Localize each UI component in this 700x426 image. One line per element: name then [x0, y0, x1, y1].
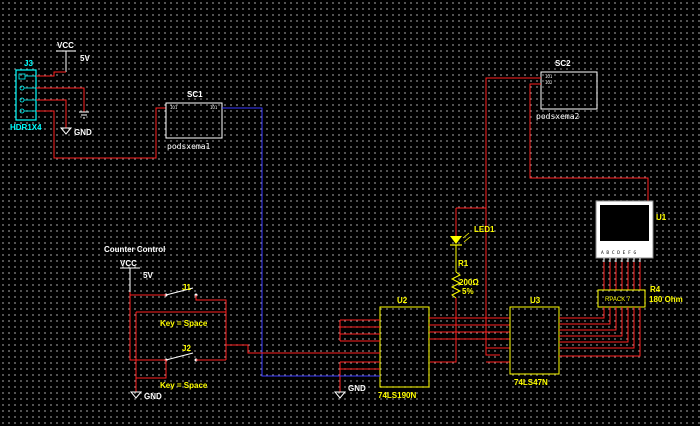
r1-tol: 5%	[462, 287, 474, 296]
counter-control-title: Counter Control	[104, 245, 165, 254]
u2-u3-bus	[429, 317, 510, 363]
sc1-pin1: IO1	[170, 105, 178, 110]
j1-key: Key = Space	[160, 319, 208, 328]
u3-part: 74LS47N	[514, 378, 548, 387]
j1-ref: J1	[182, 283, 191, 292]
r4-ref: R4	[650, 285, 661, 294]
sc2-pin2: IO2	[545, 80, 553, 85]
vcc-counter-symbol: VCC 5V	[120, 259, 153, 292]
u1-ref: U1	[656, 213, 667, 222]
u2-ref: U2	[397, 296, 408, 305]
sc1-ref: SC1	[187, 90, 203, 99]
gnd-left-label: GND	[144, 392, 162, 401]
u2-part: 74LS190N	[378, 391, 416, 400]
gnd-top-label: GND	[74, 128, 92, 137]
ground-icon	[79, 111, 89, 119]
j3-ref: J3	[24, 59, 33, 68]
j2-key: Key = Space	[160, 381, 208, 390]
r1-ref: R1	[458, 259, 469, 268]
vcc-counter-value: 5V	[143, 271, 153, 280]
j2-switch[interactable]: J2 Key = Space	[160, 344, 208, 390]
u3-ref: U3	[530, 296, 541, 305]
gnd-left-symbol: GND	[129, 391, 162, 401]
gnd-u2-symbol: GND	[333, 384, 366, 399]
u3-output-stubs	[559, 317, 572, 357]
vcc-top-value: 5V	[80, 54, 90, 63]
r4-value: 180 Ohm	[649, 295, 683, 304]
vcc-counter-label: VCC	[120, 259, 137, 268]
u3-decoder-ic[interactable]: U3 74LS47N	[509, 296, 560, 387]
switch-wires	[129, 292, 340, 392]
u1-seven-segment-display[interactable]: A B C D E F G U1	[595, 200, 667, 259]
led1-ref: LED1	[474, 225, 495, 234]
vcc-top-label: VCC	[57, 41, 74, 50]
r1-value: 200Ω	[459, 278, 479, 287]
j3-part: HDR1X4	[10, 123, 42, 132]
vcc-top-symbol[interactable]: VCC 5V	[56, 41, 90, 72]
u2-gnd-label: GND	[348, 384, 366, 393]
r1-resistor[interactable]: R1 200Ω 5%	[450, 259, 479, 299]
r4-to-u3-wires	[572, 307, 641, 357]
u1-pins: A B C D E F G	[601, 250, 637, 256]
sc2-subcircuit[interactable]: SC2 IO1 IO2 podsxema2	[536, 59, 598, 121]
u2-input-wires	[339, 319, 380, 392]
sc1-name: podsxema1	[167, 142, 211, 151]
sc1-subcircuit[interactable]: SC1 IO1 IO1 podsxema1	[165, 90, 223, 151]
r4-part: RPACK 7	[605, 297, 631, 303]
sc1-pin2: IO1	[210, 105, 218, 110]
sc2-name: podsxema2	[536, 112, 580, 121]
j2-ref: J2	[182, 344, 191, 353]
sc2-pin1: IO1	[545, 74, 553, 79]
j3-header[interactable]: J3 HDR1X4	[10, 59, 42, 132]
sc2-ref: SC2	[555, 59, 571, 68]
j1-switch[interactable]: J1 Key = Space	[160, 283, 208, 328]
u2-counter-ic[interactable]: U2 74LS190N	[378, 296, 430, 400]
gnd-top-symbol: GND	[59, 127, 92, 137]
led1-diode[interactable]: LED1	[450, 225, 495, 246]
